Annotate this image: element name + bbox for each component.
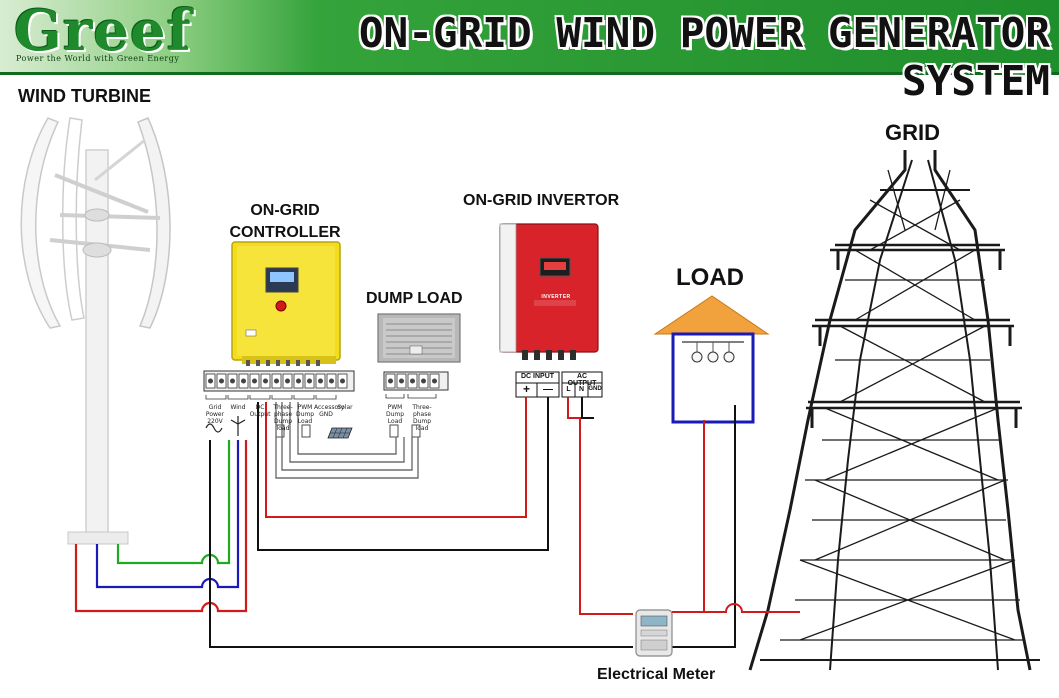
label-inverter: ON-GRID INVERTOR xyxy=(463,192,620,209)
inverter-n-terminal: N xyxy=(578,386,585,393)
ac-wave-icon xyxy=(205,423,223,433)
terminal-accessory-text: Accessory xyxy=(314,404,345,411)
inverter-ac-output-label: AC OUTPUT xyxy=(567,373,597,387)
transmission-tower xyxy=(748,150,1040,671)
page-title: ON-GRID WIND POWER GENERATOR SYSTEM xyxy=(358,9,1050,105)
inverter-dc-input-label: DC INPUT xyxy=(520,373,555,380)
terminal-label-dc-output: DC Output xyxy=(249,404,271,418)
black-wire-load xyxy=(672,405,736,648)
dump-load-wires xyxy=(275,402,419,479)
load-house xyxy=(653,295,770,424)
label-controller-line1: ON-GRID xyxy=(250,202,320,219)
dump-three-phase-text: Three-phase xyxy=(412,404,432,418)
brand-tagline: Power the World with Green Energy xyxy=(16,54,180,63)
terminal-label-solar: Solar xyxy=(337,404,353,411)
header-banner xyxy=(0,0,1059,75)
label-wind-turbine: WIND TURBINE xyxy=(18,86,151,106)
dc-negative-wire xyxy=(257,397,549,551)
dump-load-text: Load xyxy=(387,418,403,425)
terminal-pwm-dump-text: PWM Dump xyxy=(295,404,315,418)
terminal-grid-power-text: Grid Power xyxy=(205,404,225,418)
inverter-l-terminal: L xyxy=(566,386,571,393)
resistor-icon xyxy=(389,424,399,438)
terminal-label-grid-power: Grid Power 220V xyxy=(202,404,228,425)
terminal-load-text: Load xyxy=(297,418,313,425)
inverter-gnd-terminal: GND xyxy=(588,386,602,392)
controller-terminal-strip xyxy=(203,370,355,439)
load-live-wire xyxy=(672,420,705,613)
light-bulb-icon xyxy=(691,342,735,363)
label-grid: GRID xyxy=(885,120,940,145)
electrical-meter xyxy=(635,609,673,657)
terminal-label-wind: Wind xyxy=(230,404,246,411)
terminal-label-accessory: Accessory GND xyxy=(314,404,345,418)
wind-turbine-illustration xyxy=(20,117,171,545)
green-wire xyxy=(116,440,231,565)
solar-panel-icon xyxy=(327,427,353,439)
resistor-icon xyxy=(411,424,421,438)
terminal-grid-voltage-text: 220V xyxy=(207,418,223,425)
grid-live-wire xyxy=(704,603,800,613)
dump-terminal-label-pwm: PWM Dump Load xyxy=(382,404,408,425)
dc-positive-wire xyxy=(265,397,527,518)
terminal-label-pwm-dump: PWM Dump Load xyxy=(294,404,316,425)
dump-load-unit xyxy=(377,313,461,363)
resistor-icon xyxy=(301,424,311,438)
controller-unit xyxy=(231,241,341,366)
label-electrical-meter: Electrical Meter xyxy=(597,666,716,683)
inverter-minus-terminal: — xyxy=(543,384,553,395)
blue-wire xyxy=(95,440,240,589)
label-load: LOAD xyxy=(676,264,744,291)
terminal-dump-load-text: Dump load xyxy=(273,418,293,432)
inverter-unit xyxy=(499,223,599,360)
small-turbine-icon xyxy=(230,416,246,436)
dump-terminal-label-three-phase: Three-phase Dump load xyxy=(406,404,438,432)
inverter-brand-label: INVERTER xyxy=(541,294,571,300)
inverter-plus-terminal: + xyxy=(522,382,530,396)
label-controller-line2: CONTROLLER xyxy=(229,224,341,241)
dump-dump-load-text: Dump load xyxy=(412,418,432,432)
label-controller: ON-GRID CONTROLLER xyxy=(215,200,355,244)
dump-pwm-text: PWM Dump xyxy=(385,404,405,418)
ac-live-wire xyxy=(567,397,633,615)
black-wire-grid xyxy=(209,440,633,648)
terminal-label-three-phase: Three-phase Dump load xyxy=(270,404,296,432)
inverter-terminal-block xyxy=(515,371,603,398)
brand-logo: Greef xyxy=(14,0,192,64)
terminal-three-phase-text: Three-phase xyxy=(273,404,293,418)
terminal-gnd-text: GND xyxy=(319,411,333,418)
dump-load-terminal-strip xyxy=(383,371,449,438)
label-dump-load: DUMP LOAD xyxy=(366,290,463,307)
